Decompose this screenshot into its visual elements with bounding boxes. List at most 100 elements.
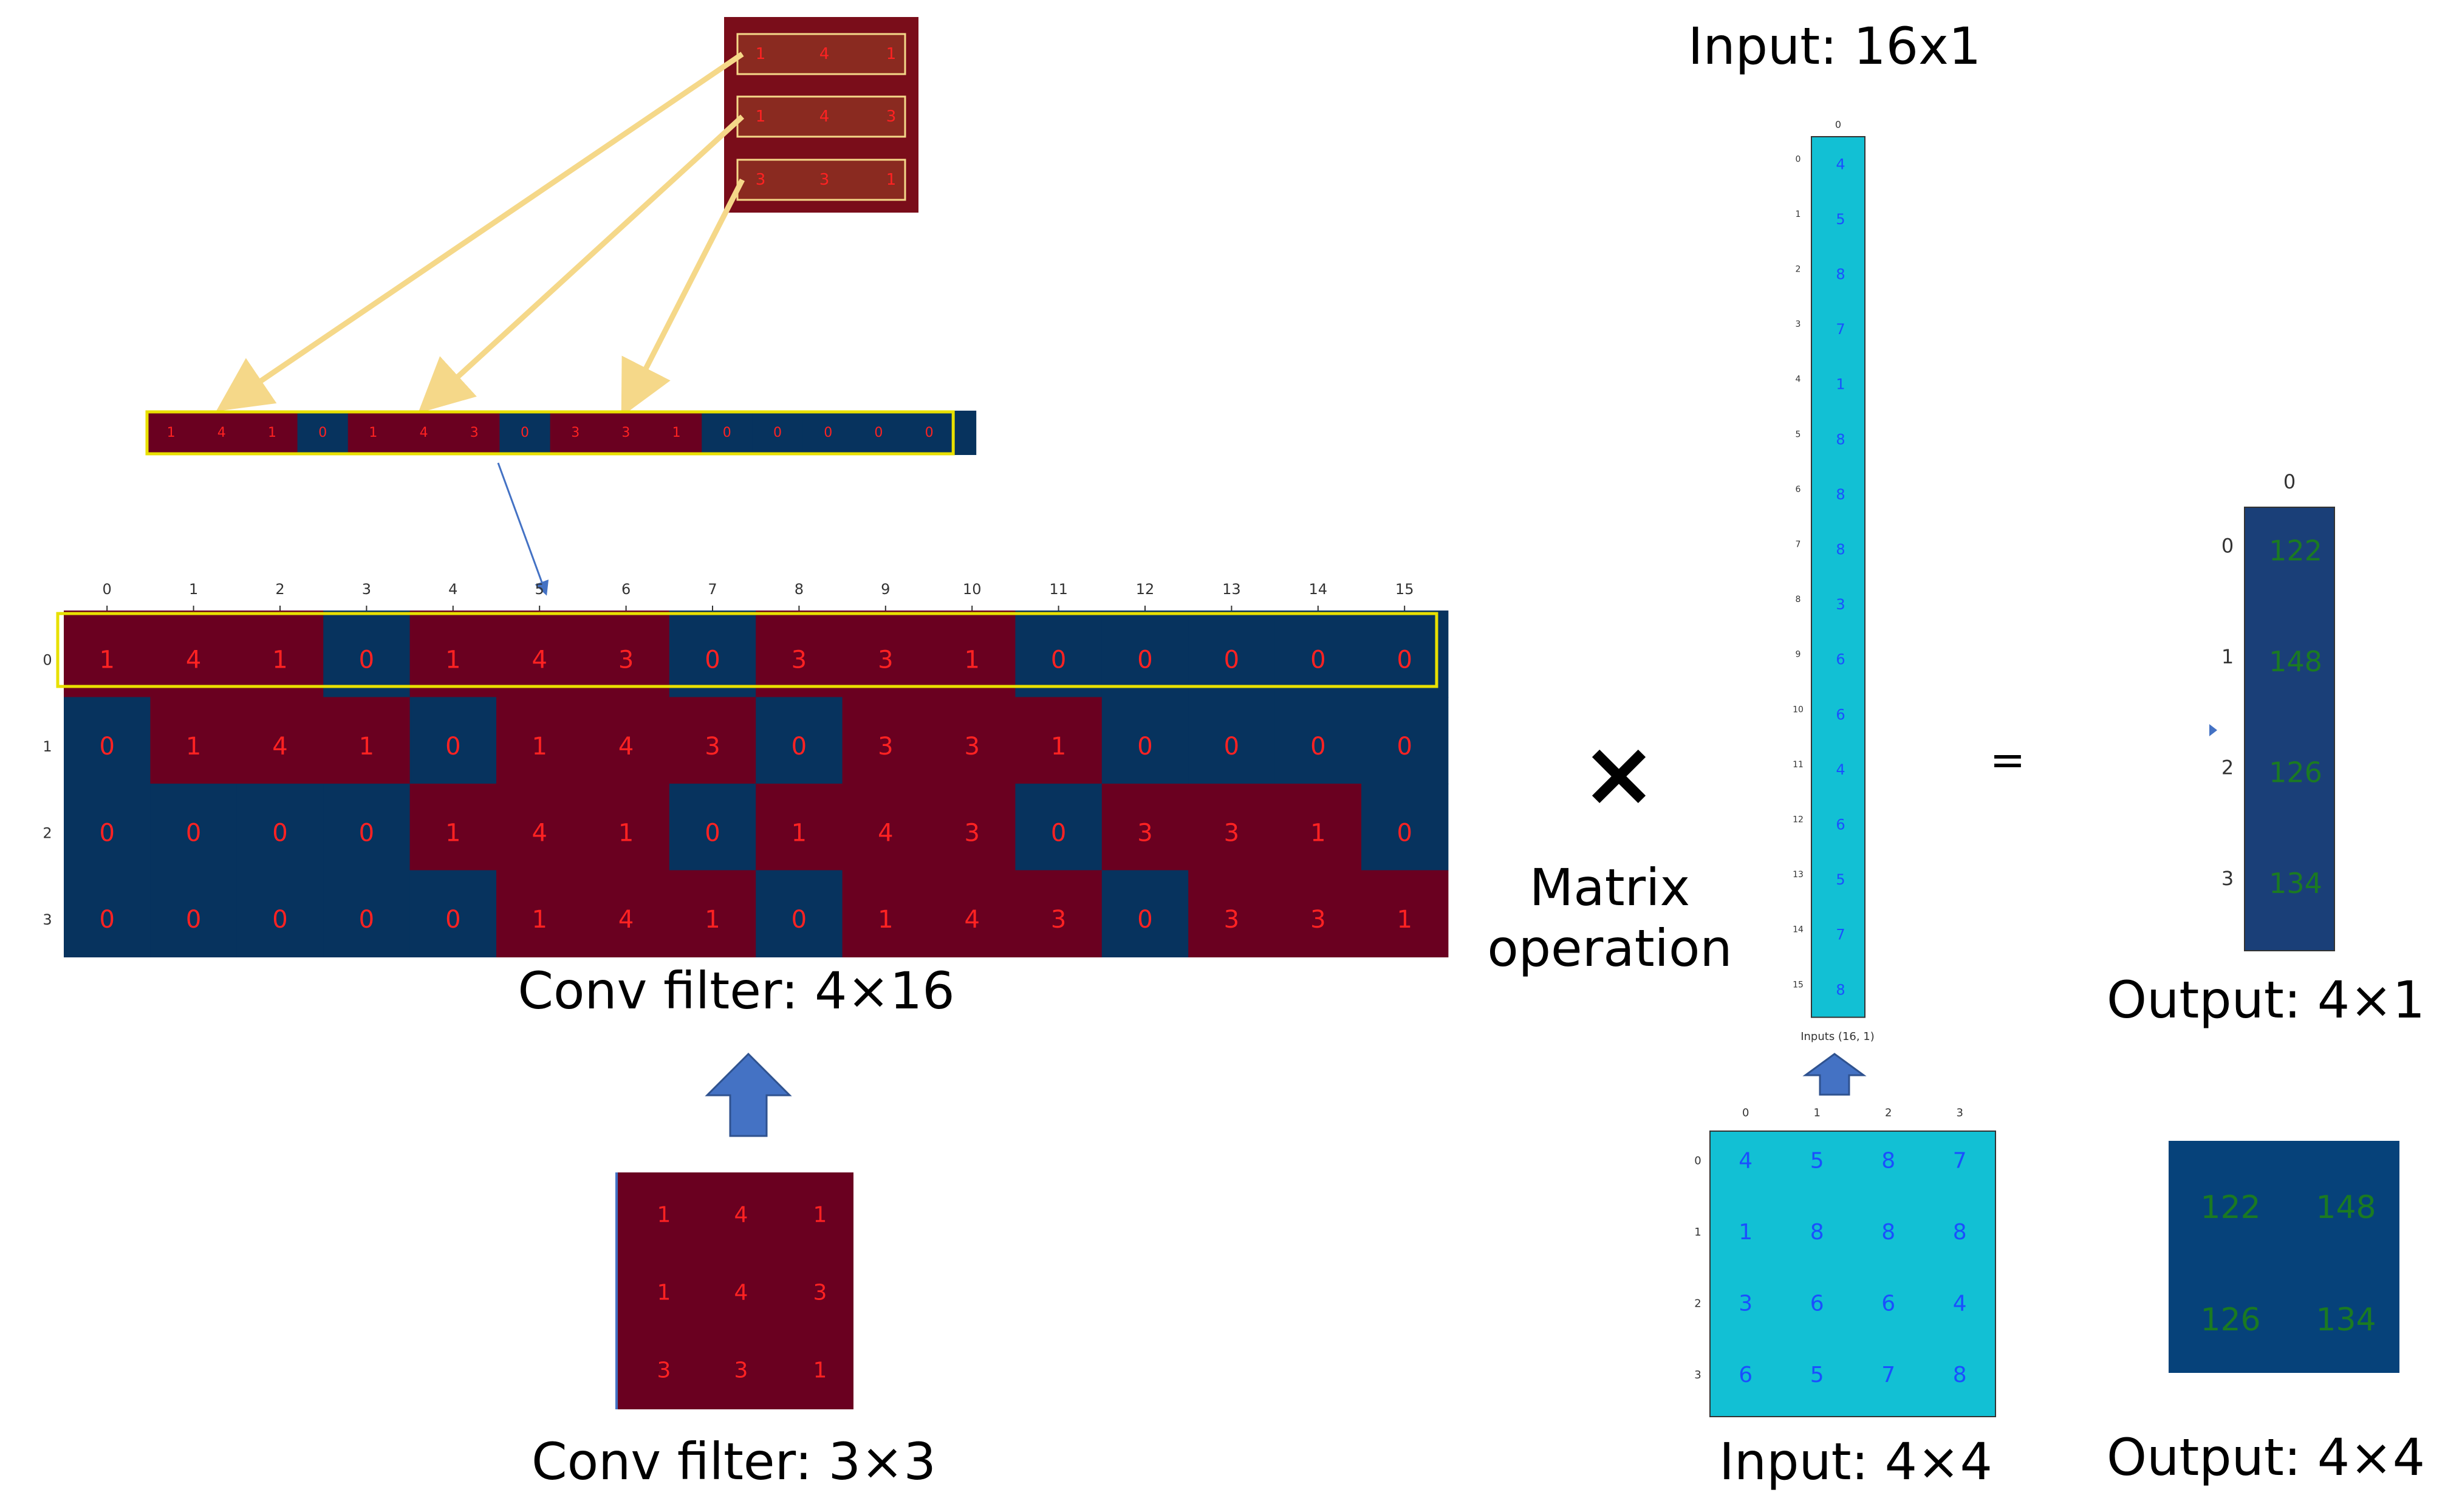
conv-cell <box>1361 870 1449 957</box>
conv-cell <box>1361 784 1449 871</box>
top-kernel-row-1 <box>736 95 906 138</box>
input-matrix-value: 8 <box>1953 1363 1967 1387</box>
conv-cell <box>150 697 238 784</box>
bottom-kernel-cell: 1 <box>813 1358 827 1383</box>
flat-row-value: 0 <box>723 425 731 440</box>
conv-cell-value: 3 <box>964 733 979 761</box>
flat-row-cell <box>802 411 854 455</box>
output-matrix-value: 134 <box>2316 1302 2376 1338</box>
conv-cell-value: 4 <box>272 733 287 761</box>
top-kernel-row-2 <box>736 159 906 201</box>
conv-cell <box>409 697 497 784</box>
conv-cell-value: 3 <box>792 646 807 674</box>
flat-row-value: 4 <box>420 425 428 440</box>
conv-cell-value: 1 <box>532 906 547 934</box>
conv-cell-value: 3 <box>1051 906 1066 934</box>
conv-cell-value: 4 <box>618 733 634 761</box>
input-matrix-value: 4 <box>1953 1291 1967 1316</box>
top-kernel-cell: 3 <box>756 171 766 189</box>
bottom-kernel-cell: 3 <box>734 1358 748 1383</box>
conv-cell <box>1274 697 1362 784</box>
small-marker <box>2209 724 2217 736</box>
input-matrix-value: 4 <box>1739 1148 1753 1173</box>
conv-cell <box>64 870 151 957</box>
flat-to-matrix-arrow <box>497 462 549 596</box>
conv-cell <box>929 870 1016 957</box>
conv-cell <box>583 611 670 698</box>
conv-cell <box>756 784 843 871</box>
output-vector-value: 126 <box>2269 756 2322 788</box>
input-vector-value: 4 <box>1836 156 1845 173</box>
conv-cell-value: 1 <box>272 646 287 674</box>
conv-cell-value: 0 <box>792 906 807 934</box>
conv-cell-value: 1 <box>878 906 893 934</box>
conv-row-tick: 3 <box>43 911 52 928</box>
top-kernel-cell: 1 <box>756 45 766 63</box>
conv-cell-value: 3 <box>1224 906 1239 934</box>
conv-col-tick: 15 <box>1395 581 1414 598</box>
conv-cell <box>1361 611 1449 698</box>
conv-col-tick: 1 <box>189 581 198 598</box>
flat-row-cell <box>297 411 349 455</box>
conv-cell <box>929 697 1016 784</box>
top-kernel-row-0 <box>736 33 906 75</box>
conv-col-tick: 14 <box>1309 581 1328 598</box>
conv-cell <box>1188 870 1276 957</box>
conv-cell <box>929 611 1016 698</box>
conv-cell <box>236 697 324 784</box>
conv-col-tick: 11 <box>1049 581 1068 598</box>
conv-cell-value: 0 <box>359 819 374 847</box>
conv-cell-value: 0 <box>186 906 201 934</box>
conv-cell <box>496 784 584 871</box>
conv-cell <box>236 870 324 957</box>
conv-cell-value: 0 <box>705 646 720 674</box>
flat-row-value: 0 <box>521 425 529 440</box>
input-vector-value: 8 <box>1836 431 1845 448</box>
input-vector-row-tick: 4 <box>1796 375 1801 385</box>
conv-cell-value: 1 <box>186 733 201 761</box>
input-vector-row-tick: 2 <box>1796 265 1801 275</box>
conv-cell <box>1188 784 1276 871</box>
conv-cell-value: 3 <box>964 819 979 847</box>
input-vector-value: 5 <box>1836 871 1845 888</box>
input-matrix-value: 8 <box>1953 1220 1967 1245</box>
input-matrix-row-tick: 3 <box>1694 1369 1701 1381</box>
conv-col-tick: 13 <box>1222 581 1241 598</box>
conv-cell-value: 0 <box>1397 819 1412 847</box>
conv-cell <box>1274 870 1362 957</box>
conv-col-tick: 4 <box>448 581 457 598</box>
conv-col-tick: 8 <box>795 581 804 598</box>
input-matrix-row-tick: 1 <box>1694 1226 1701 1239</box>
conv-cell <box>64 697 151 784</box>
conv-row-tick: 0 <box>43 651 52 668</box>
input-matrix-value: 5 <box>1810 1148 1824 1173</box>
top-kernel-cell: 1 <box>886 171 897 189</box>
input-vector-value: 7 <box>1836 321 1845 338</box>
flat-row-cell <box>499 411 551 455</box>
input-matrix-value: 7 <box>1881 1363 1895 1387</box>
input-vector-row-tick: 8 <box>1796 595 1801 604</box>
conv-cell-value: 3 <box>1137 819 1152 847</box>
conv-cell-value: 0 <box>99 819 114 847</box>
conv-cell <box>1101 870 1189 957</box>
conv-cell-value: 4 <box>878 819 893 847</box>
conv-cell <box>842 611 929 698</box>
conv-cell-value: 0 <box>1397 646 1412 674</box>
equals-symbol: = <box>1990 735 2026 785</box>
top-kernel-cell: 3 <box>886 108 897 126</box>
conv-cell <box>496 611 584 698</box>
flat-row-value: 0 <box>773 425 782 440</box>
input-vector-row-tick: 7 <box>1796 540 1801 550</box>
output-vector-col-tick: 0 <box>2283 470 2296 493</box>
conv-cell <box>583 870 670 957</box>
input-4x4-label: Input: 4×4 <box>1719 1432 1992 1491</box>
conv-cell <box>323 697 411 784</box>
input-matrix-row-tick: 2 <box>1694 1297 1701 1310</box>
conv-row0-highlight <box>56 612 1438 688</box>
matrix-operation-line1: Matrix <box>1530 858 1690 917</box>
conv-cell <box>496 697 584 784</box>
flat-row-value: 4 <box>217 425 226 440</box>
conv-cell <box>669 611 757 698</box>
